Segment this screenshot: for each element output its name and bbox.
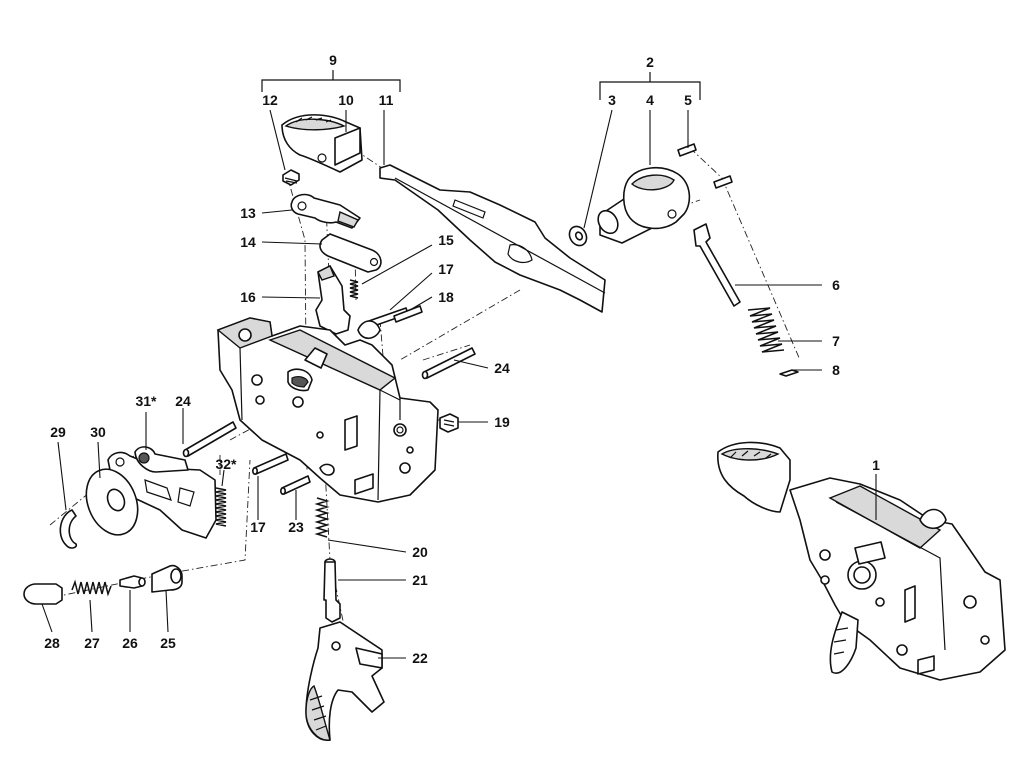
callout-7: 7 [832,333,840,349]
callout-18: 18 [438,289,454,305]
callout-25: 25 [160,635,176,651]
clip-29 [59,509,78,549]
pins-5 [677,143,733,189]
callout-17-lower: 17 [250,519,266,535]
pin-23 [279,475,311,495]
callout-15: 15 [438,232,454,248]
callout-23: 23 [288,519,304,535]
callout-11: 11 [379,92,394,108]
leader-lines [41,109,877,659]
callout-4: 4 [646,92,654,108]
lever-14 [319,233,382,273]
detent-pin-6 [693,223,741,307]
callout-2: 2 [646,54,654,70]
callout-10: 10 [338,92,354,108]
callout-14: 14 [240,234,256,250]
spring-7 [747,307,785,353]
callout-21: 21 [412,572,428,588]
ball-8 [779,369,799,377]
plunger-21 [323,558,341,623]
plate-31 [107,446,217,539]
callout-31: 31* [135,393,157,409]
callout-6: 6 [832,277,840,293]
cap-25 [151,564,183,593]
callout-29: 29 [50,424,66,440]
set-screw-12 [282,169,300,186]
callout-3: 3 [608,92,616,108]
callout-32: 32* [215,456,237,472]
callout-20: 20 [412,544,428,560]
callout-8: 8 [832,362,840,378]
spring-20 [314,497,330,538]
callout-19: 19 [494,414,510,430]
callout-24-left: 24 [175,393,191,409]
callout-labels: 9 12 10 11 2 3 4 5 13 14 15 16 17 18 6 7… [44,52,880,666]
pin-17-lower [252,453,289,475]
spring-32 [215,487,227,527]
callout-12: 12 [262,92,278,108]
washer-3 [568,225,588,247]
callout-17-upper: 17 [438,261,454,277]
spring-15 [349,279,359,299]
trigger-22 [305,621,385,741]
complete-assembly-1 [717,441,1006,681]
callout-22: 22 [412,650,428,666]
callout-30: 30 [90,424,106,440]
callout-27: 27 [84,635,100,651]
callout-1: 1 [872,457,880,473]
callout-28: 28 [44,635,60,651]
pin-24-lower [182,421,237,458]
sear-13 [290,193,361,229]
trigger-shoe-10 [281,114,363,173]
block-16 [315,265,351,335]
callout-5: 5 [684,92,692,108]
safety-knob-4 [597,167,691,244]
callout-24-right: 24 [494,360,510,376]
screw-19 [439,413,459,433]
pin-18 [393,305,423,323]
pin-24-upper [421,347,476,380]
bracket-2 [599,72,701,100]
plunger-28 [23,583,63,605]
bracket-9 [261,70,401,92]
spring-27 [71,579,112,597]
callout-13: 13 [240,205,256,221]
callout-16: 16 [240,289,256,305]
safety-bar-11 [379,164,606,313]
callout-26: 26 [122,635,138,651]
pin-26 [119,575,146,589]
trigger-housing [216,317,439,503]
callout-9: 9 [329,52,337,68]
